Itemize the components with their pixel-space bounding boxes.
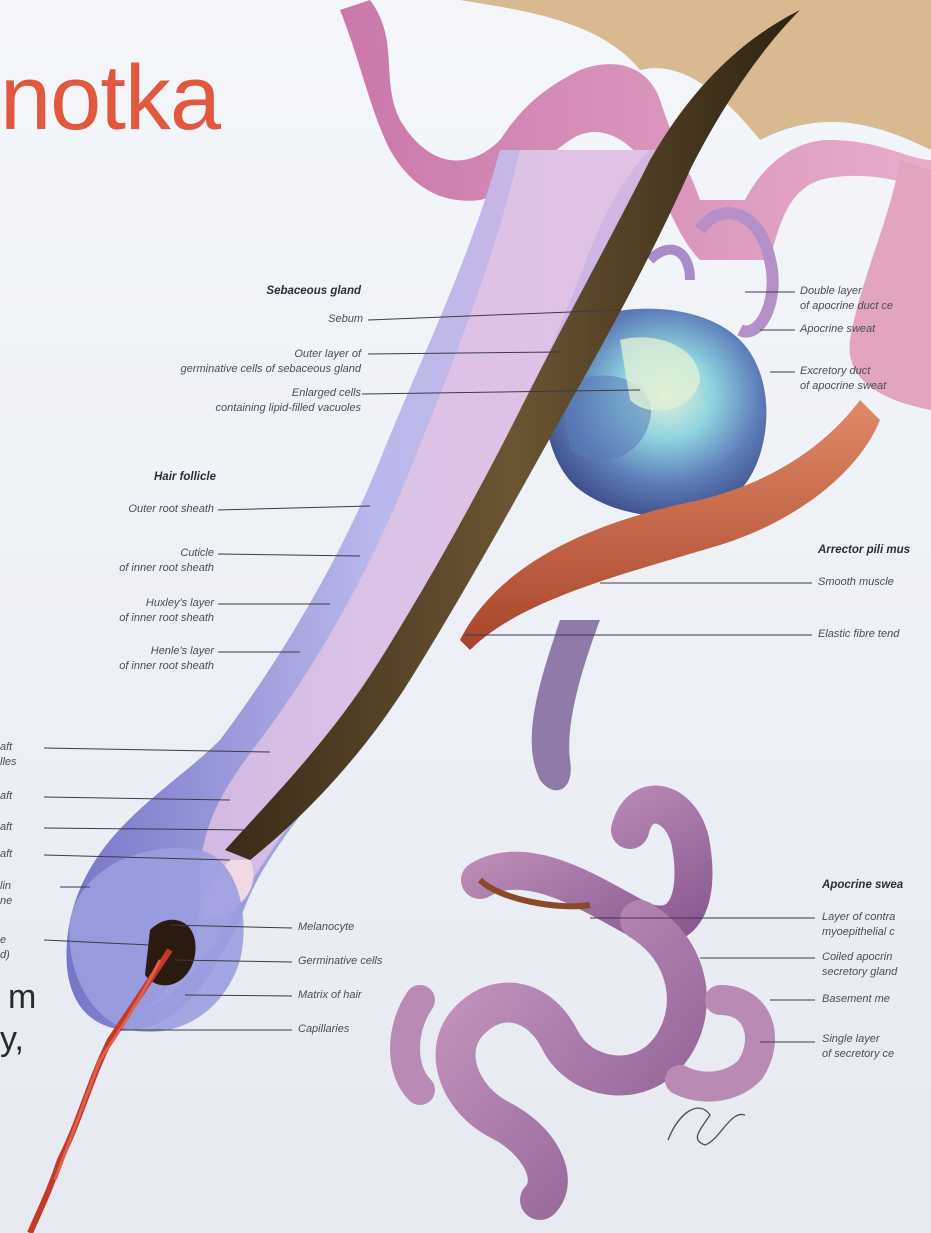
label-germinative-cells: Germinative cells bbox=[298, 954, 382, 969]
label-smooth-muscle: Smooth muscle bbox=[818, 575, 894, 590]
label-cropped: aft bbox=[0, 820, 12, 835]
slide-title: notka bbox=[0, 52, 220, 144]
label-apocrine-sweat: Apocrine sweat bbox=[800, 322, 875, 337]
label-cuticle: Cuticle of inner root sheath bbox=[119, 546, 214, 576]
label-excretory-duct: Excretory duct of apocrine sweat bbox=[800, 364, 886, 394]
section-heading-sebaceous-gland: Sebaceous gland bbox=[266, 284, 361, 299]
label-outer-layer-germinative: Outer layer of germinative cells of seba… bbox=[181, 347, 361, 377]
label-cropped: aft bbox=[0, 789, 12, 804]
label-capillaries: Capillaries bbox=[298, 1022, 349, 1037]
label-melanocyte: Melanocyte bbox=[298, 920, 354, 935]
slide-text-fragment: y, bbox=[0, 1022, 24, 1056]
apocrine-duct bbox=[532, 620, 600, 790]
section-heading-arrector-pili: Arrector pili mus bbox=[818, 543, 910, 558]
label-matrix-of-hair: Matrix of hair bbox=[298, 988, 362, 1003]
label-double-layer-apocrine-duct: Double layer of apocrine duct ce bbox=[800, 284, 893, 314]
apocrine-sweat-gland bbox=[405, 805, 760, 1200]
section-heading-hair-follicle: Hair follicle bbox=[154, 470, 216, 485]
label-elastic-fibre: Elastic fibre tend bbox=[818, 627, 899, 642]
label-cropped: aft lles bbox=[0, 740, 17, 770]
label-sebum: Sebum bbox=[328, 312, 363, 327]
section-heading-apocrine-sweat-gland: Apocrine swea bbox=[822, 878, 903, 893]
label-basement-membrane: Basement me bbox=[822, 992, 890, 1007]
label-enlarged-cells: Enlarged cells containing lipid-filled v… bbox=[215, 386, 361, 416]
label-huxleys-layer: Huxley's layer of inner root sheath bbox=[119, 596, 214, 626]
label-contractile-layer: Layer of contra myoepithelial c bbox=[822, 910, 895, 940]
label-single-layer: Single layer of secretory ce bbox=[822, 1032, 894, 1062]
slide-text-fragment: m bbox=[8, 980, 36, 1014]
label-outer-root-sheath: Outer root sheath bbox=[128, 502, 214, 517]
label-cropped: aft bbox=[0, 847, 12, 862]
label-cropped: lin ne bbox=[0, 879, 12, 909]
label-coiled-secretory-gland: Coiled apocrin secretory gland bbox=[822, 950, 897, 980]
label-cropped: e d) bbox=[0, 933, 10, 963]
label-henles-layer: Henle's layer of inner root sheath bbox=[119, 644, 214, 674]
artist-signature bbox=[668, 1108, 745, 1145]
